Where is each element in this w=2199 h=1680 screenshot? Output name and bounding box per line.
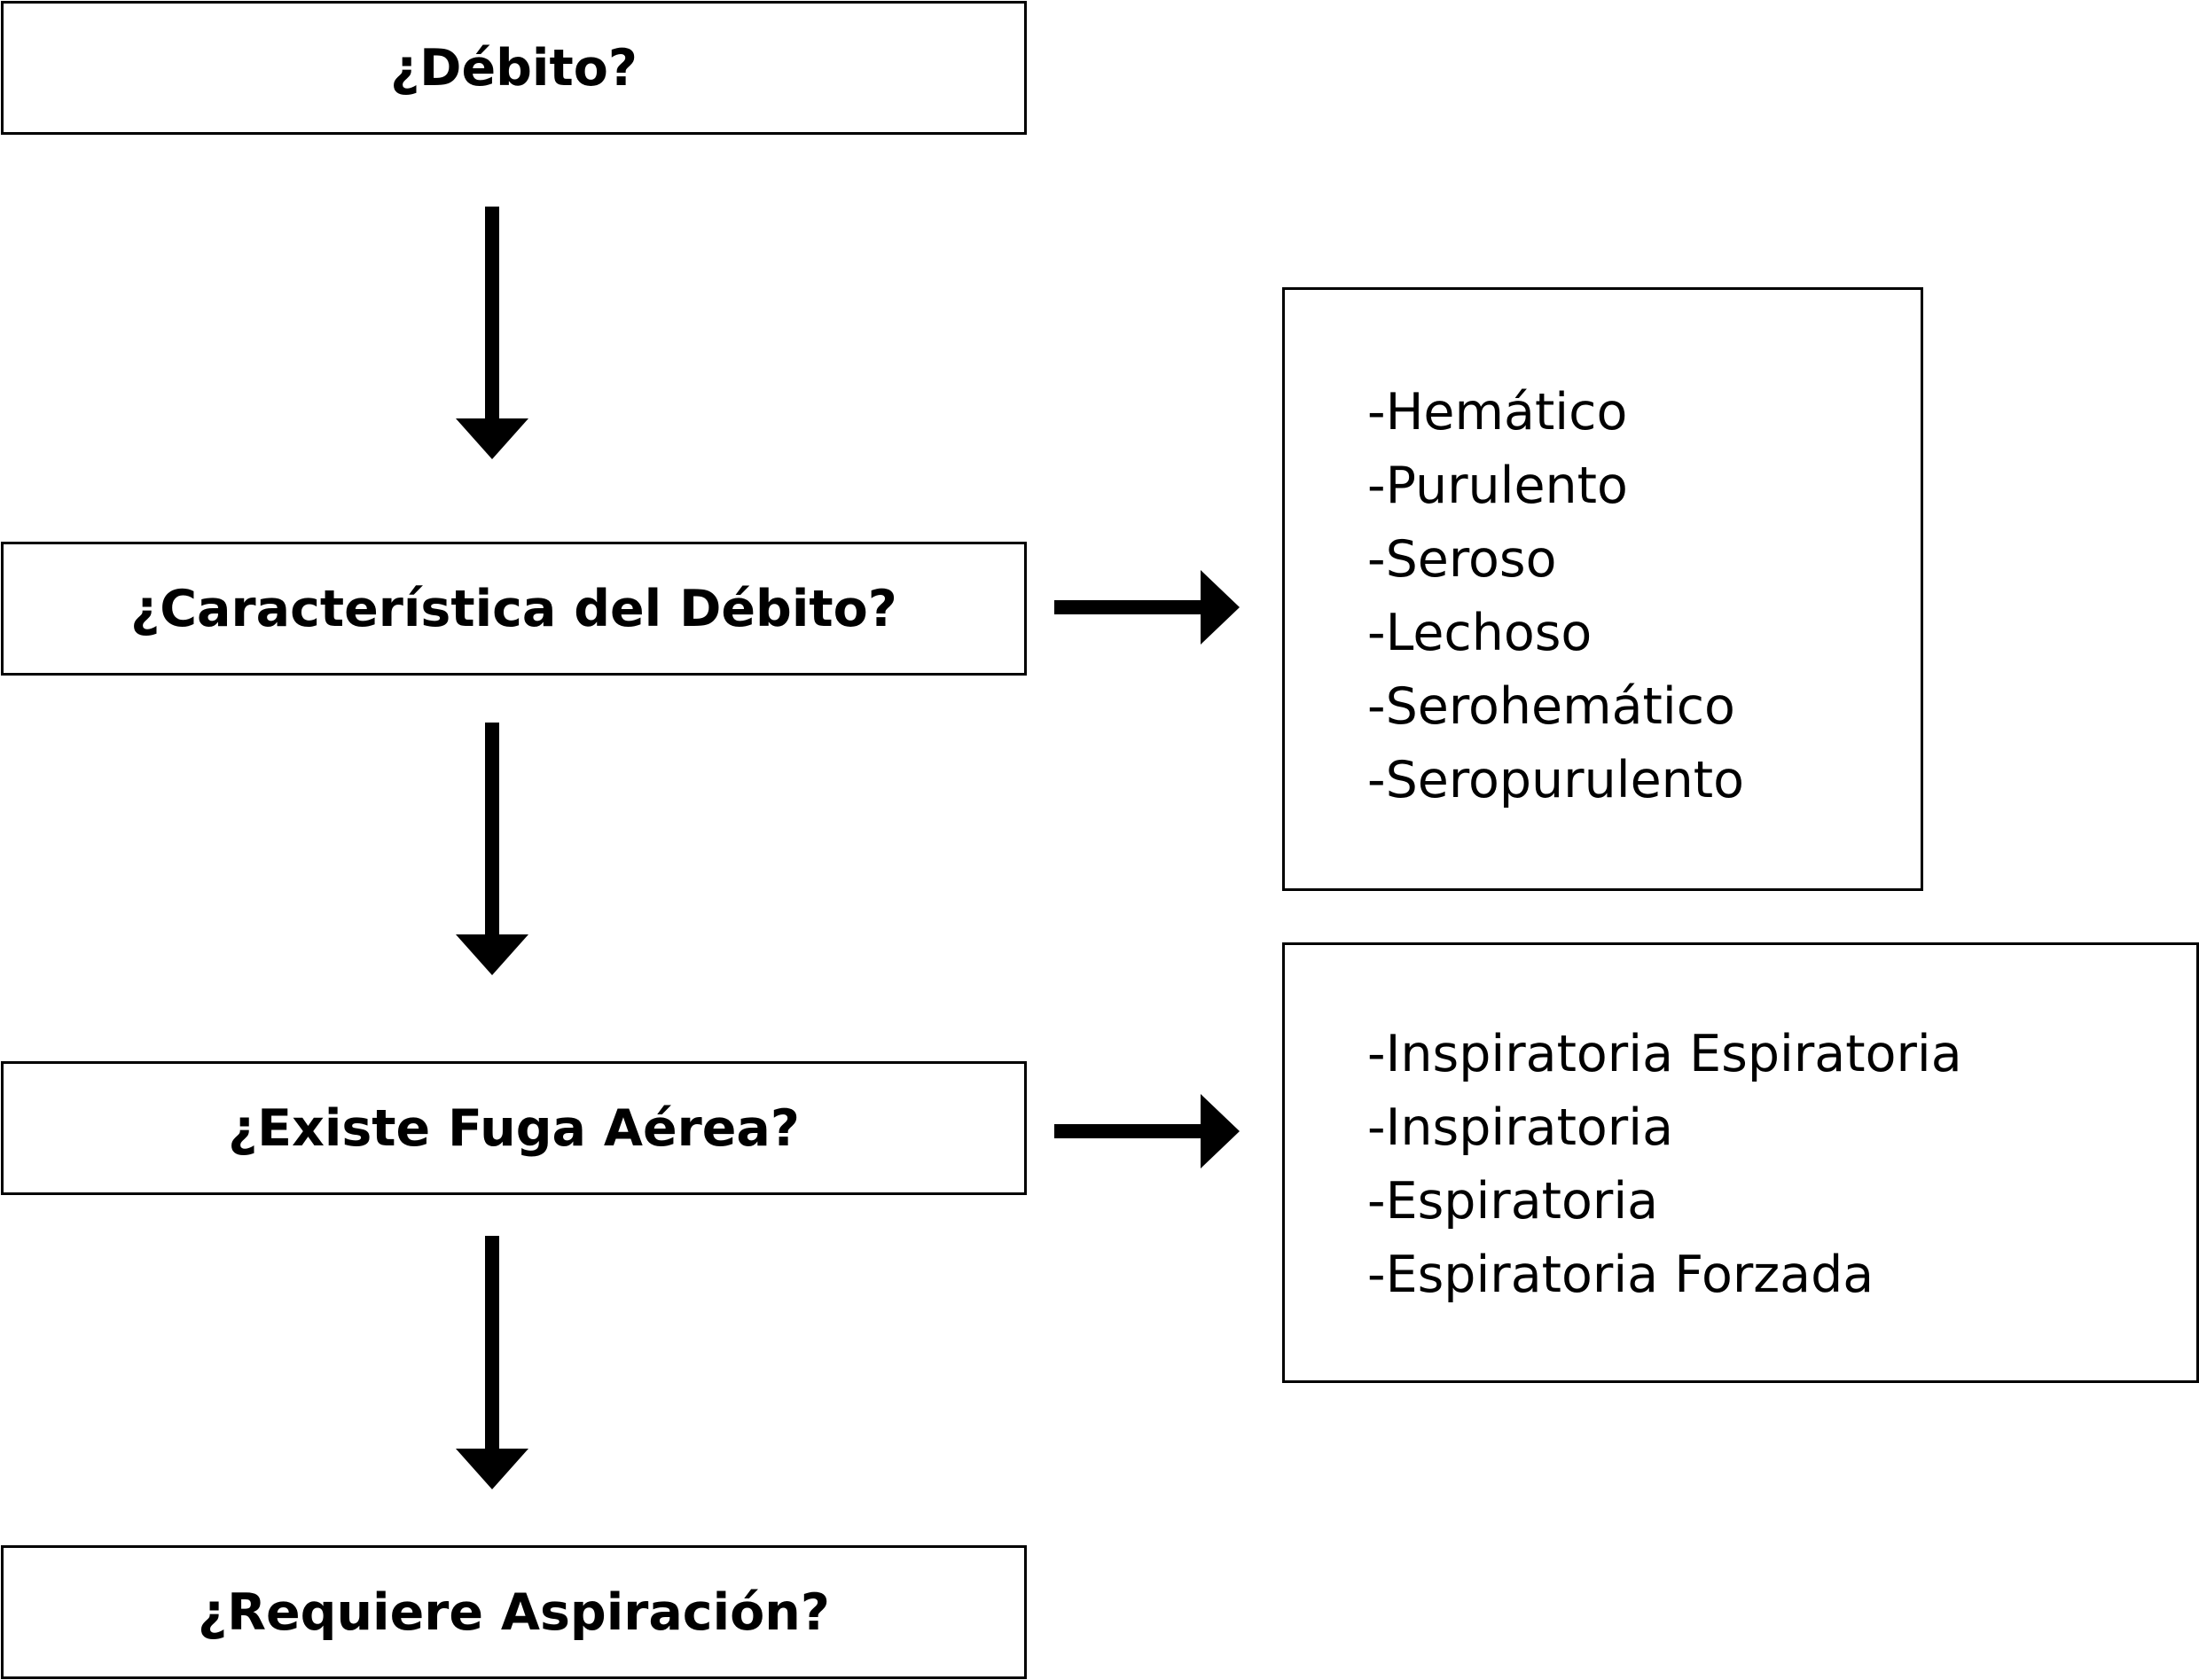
air-leak-list: -Inspiratoria Espiratoria -Inspiratoria …: [1367, 1018, 1962, 1312]
down-arrow-3: [456, 1236, 528, 1489]
air-leak-item: -Inspiratoria Espiratoria: [1367, 1025, 1962, 1083]
characteristic-item: -Seroso: [1367, 530, 1557, 589]
step-label-caracteristica: ¿Característica del Débito?: [130, 579, 897, 638]
step-box-fuga-aerea: ¿Existe Fuga Aérea?: [1, 1061, 1027, 1195]
step-label-fuga-aerea: ¿Existe Fuga Aérea?: [228, 1098, 800, 1158]
down-arrow-1: [456, 207, 528, 459]
step-box-aspiracion: ¿Requiere Aspiración?: [1, 1545, 1027, 1679]
characteristic-item: -Seropurulento: [1367, 751, 1744, 809]
air-leak-item: -Espiratoria: [1367, 1172, 1659, 1231]
air-leak-options-box: -Inspiratoria Espiratoria -Inspiratoria …: [1282, 942, 2199, 1383]
characteristic-item: -Serohemático: [1367, 677, 1735, 736]
right-arrow-2: [1054, 1094, 1240, 1168]
air-leak-item: -Inspiratoria: [1367, 1098, 1674, 1157]
air-leak-item: -Espiratoria Forzada: [1367, 1246, 1874, 1304]
characteristic-item: -Purulento: [1367, 457, 1628, 515]
right-arrow-1: [1054, 570, 1240, 645]
characteristics-list: -Hemático -Purulento -Seroso -Lechoso -S…: [1367, 376, 1744, 817]
characteristics-options-box: -Hemático -Purulento -Seroso -Lechoso -S…: [1282, 287, 1923, 891]
characteristic-item: -Hemático: [1367, 383, 1628, 441]
step-box-caracteristica: ¿Característica del Débito?: [1, 542, 1027, 676]
step-label-aspiracion: ¿Requiere Aspiración?: [198, 1582, 830, 1642]
down-arrow-2: [456, 723, 528, 975]
step-box-debito: ¿Débito?: [1, 1, 1027, 135]
characteristic-item: -Lechoso: [1367, 604, 1593, 662]
step-label-debito: ¿Débito?: [390, 38, 638, 98]
